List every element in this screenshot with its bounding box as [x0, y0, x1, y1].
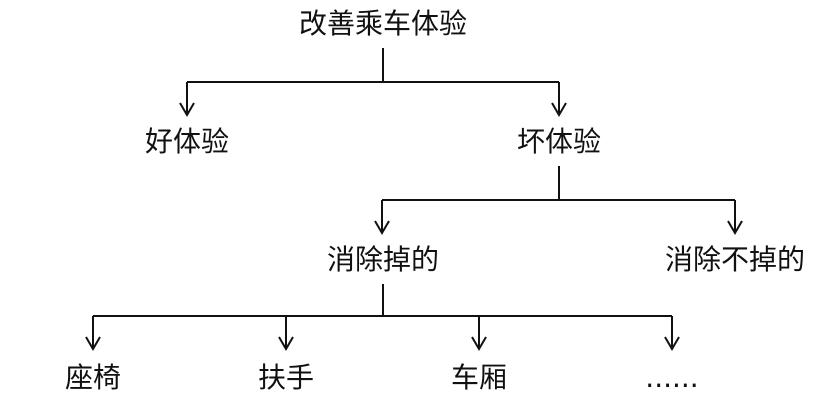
bad-edge-arrow-0-arrowhead-icon [374, 220, 390, 235]
removable-edge-arrow-1-arrowhead-icon [278, 336, 294, 351]
removable-edge-arrow-0-arrowhead-icon [85, 336, 101, 351]
node-bad-experience: 坏体验 [516, 125, 602, 158]
node-handrail: 扶手 [257, 361, 315, 394]
node-good-experience: 好体验 [144, 125, 230, 158]
node-seat: 座椅 [64, 361, 122, 394]
node-removable: 消除掉的 [326, 243, 440, 276]
node-root: 改善乘车体验 [298, 7, 468, 40]
node-more: ...... [645, 361, 699, 394]
root-edge-arrow-0-arrowhead-icon [179, 102, 195, 117]
removable-edge-arrow-3-arrowhead-icon [664, 336, 680, 351]
removable-edge-arrow-2-arrowhead-icon [471, 336, 487, 351]
node-not-removable: 消除不掉的 [664, 243, 806, 276]
bad-edge-arrow-1-arrowhead-icon [727, 220, 743, 235]
root-edge-arrow-1-arrowhead-icon [551, 102, 567, 117]
node-carriage: 车厢 [450, 361, 508, 394]
